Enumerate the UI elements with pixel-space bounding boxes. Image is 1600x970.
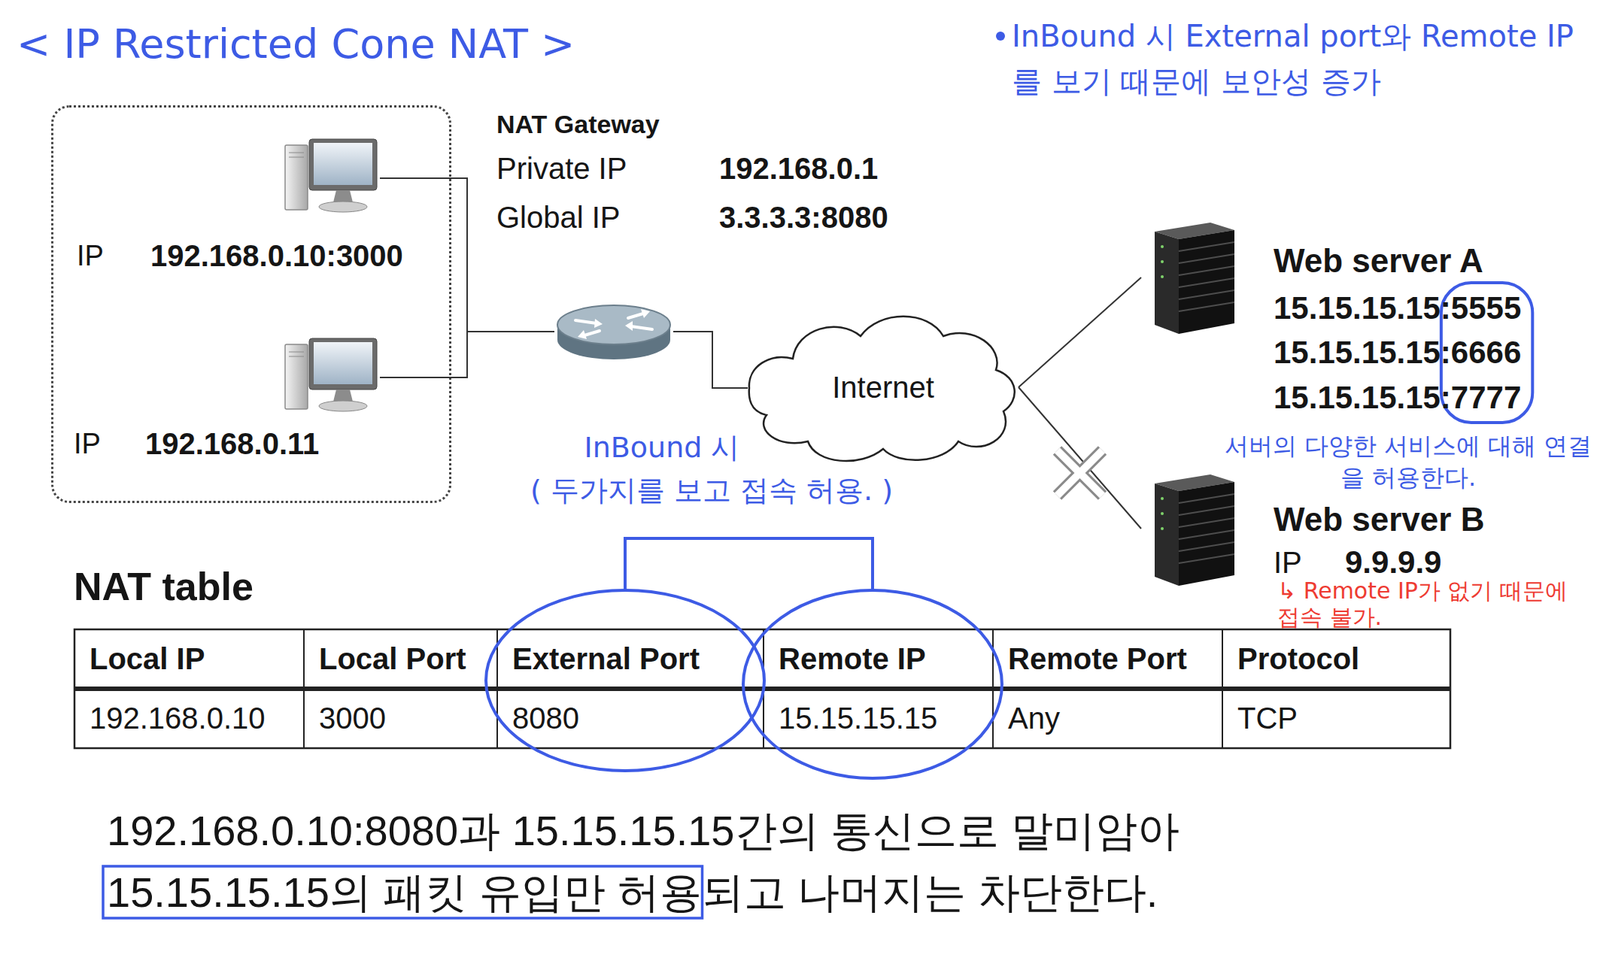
table-header: Protocol [1237,640,1360,678]
highlight-marks [485,538,1002,779]
table-cell: 192.168.0.10 [89,700,266,737]
ip-address: 9.9.9.9 [1344,543,1442,582]
handwritten-note: InBound 시 [584,430,741,465]
ip-prefix: IP [73,426,101,462]
field-name: Global IP [496,199,621,236]
field-name: Private IP [496,150,627,187]
ip-address: 3.3.3.3:8080 [719,199,889,236]
ip-prefix: IP [1273,544,1303,581]
table-header: Local IP [89,640,205,678]
nat-gateway: NAT GatewayPrivate IP192.168.0.1Global I… [554,300,674,363]
server-node: Web server BIP9.9.9.9 [1141,471,1248,593]
handwritten-note: ↳ Remote IP가 없기 때문에 접속 불가. [1277,577,1597,631]
blocked-stroke [1057,450,1103,496]
table-header: Remote Port [1007,640,1188,678]
connector [379,331,555,378]
highlight-circle [485,590,765,772]
blocked-stroke [1057,450,1103,496]
table-title: NAT table [73,563,254,611]
table-cell: Any [1007,700,1060,737]
gateway-title: NAT Gateway [496,109,660,140]
connector-line [1018,277,1142,388]
service-address: 15.15.15.15:6666 [1273,333,1522,372]
router-icon [554,300,674,363]
table-header: External Port [512,640,700,678]
table-cell: 8080 [512,700,580,737]
pc-icon [283,137,380,217]
table-header: Local Port [318,640,467,678]
ip-address: 192.168.0.11 [145,425,319,462]
server-node: Web server A15.15.15.15:555515.15.15.15:… [1141,219,1248,338]
ip-address: 192.168.0.10:3000 [150,237,404,274]
pc-node: IP192.168.0.10:3000 [283,137,380,217]
blocked-stroke [1057,450,1103,496]
caption: 192.168.0.10:8080과 15.15.15.15간의 통신으로 말미… [106,800,1386,924]
handwritten-note: InBound 시 External port와 Remote IP를 보기 때… [1011,13,1595,104]
service-address: 15.15.15.15:7777 [1273,379,1522,417]
server-title: Web server B [1273,499,1485,540]
table-header: Remote IP [778,640,926,678]
server-icon [1141,219,1248,338]
table-cell: 3000 [318,700,386,737]
server-title: Web server A [1273,240,1484,281]
server-icon [1141,471,1248,589]
table-cell: 15.15.15.15 [778,700,938,737]
connector [673,331,748,389]
cloud-label: Internet [831,369,935,406]
pc-icon [283,337,380,416]
connector-line [379,331,555,378]
connector-line [1018,387,1142,529]
pc-node: IP192.168.0.11 [283,337,380,416]
bracket [625,538,873,591]
ip-address: 192.168.0.1 [719,150,878,187]
connector [1018,387,1142,529]
blocked-mark [1057,450,1103,496]
ip-prefix: IP [76,238,104,274]
title: < IP Restricted Cone NAT > [16,19,575,69]
handwritten-note: ( 두가지를 보고 접속 허용. ) [530,473,893,508]
highlight-circle [743,590,1002,779]
bullet-dot [995,31,1005,41]
service-address: 15.15.15.15:5555 [1273,289,1522,328]
connector-line [673,331,748,389]
blocked-stroke [1057,450,1103,496]
table-cell: TCP [1237,700,1298,737]
handwritten-note: 서버의 다양한 서비스에 대해 연결을 허용한다. [1220,430,1597,494]
internet-cloud: Internet [747,306,1019,465]
connector [1018,277,1142,388]
